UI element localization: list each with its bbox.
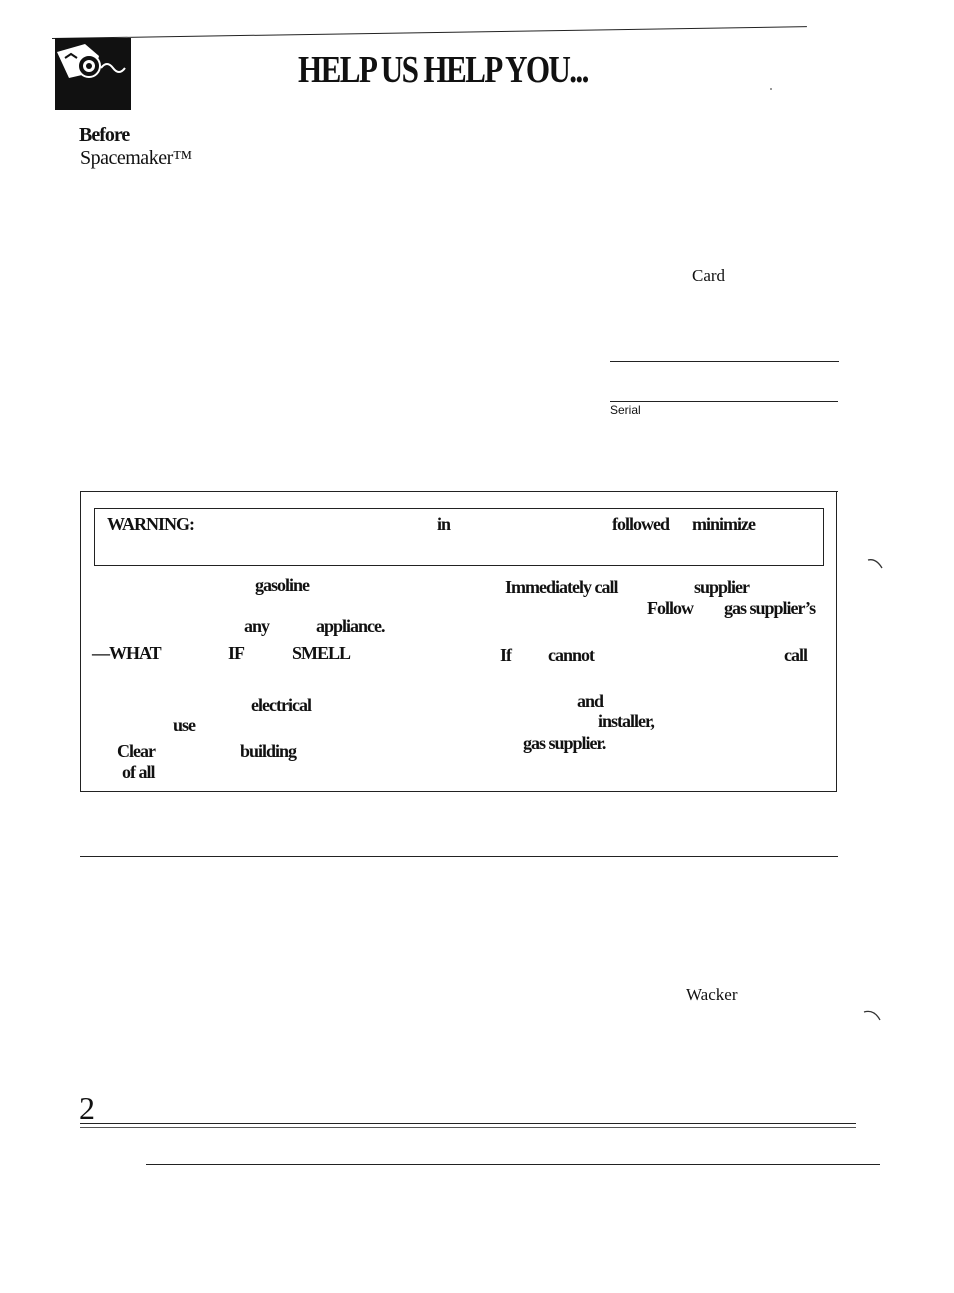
- right-call: call: [784, 645, 808, 665]
- warning-in: in: [437, 514, 451, 534]
- margin-mark-2: [863, 1010, 881, 1021]
- warning-box: [94, 508, 824, 566]
- right-cannot: cannot: [548, 645, 595, 665]
- section-top-rule: [80, 491, 838, 492]
- card-label: Card: [692, 266, 726, 285]
- right-immediately-call: Immediately call: [505, 577, 618, 597]
- lower-rule: [80, 856, 838, 857]
- footer-rule-top: [80, 1123, 856, 1124]
- left-if: IF: [228, 643, 245, 663]
- warning-minimize: minimize: [692, 514, 756, 534]
- left-any: any: [244, 616, 270, 636]
- serial-line: [610, 401, 838, 402]
- footer-rule-bottom: [80, 1127, 856, 1128]
- left-of-all: of all: [122, 762, 155, 782]
- left-smell: SMELL: [292, 643, 351, 663]
- wacker-text: Wacker: [686, 985, 738, 1004]
- intro-before: Before: [79, 124, 130, 146]
- left-building: building: [240, 741, 297, 761]
- left-electrical: electrical: [251, 695, 312, 715]
- right-supplier: supplier: [694, 577, 750, 597]
- left-what: —WHAT: [92, 643, 162, 663]
- appliance-icon: [55, 38, 131, 110]
- section-left-border: [80, 491, 81, 791]
- logo: [55, 38, 131, 110]
- left-clear: Clear: [117, 741, 156, 761]
- right-installer: installer,: [598, 711, 655, 731]
- warning-followed: followed: [612, 514, 670, 534]
- margin-mark-1: [867, 559, 883, 569]
- section-bottom-rule: [80, 791, 837, 792]
- warning-label: WARNING:: [107, 514, 195, 534]
- page-number: 2: [79, 1090, 95, 1126]
- intro-spacemaker: Spacemaker™: [80, 147, 192, 169]
- right-if: If: [500, 645, 512, 665]
- model-line: [610, 361, 839, 362]
- section-right-border: [836, 491, 837, 791]
- right-and: and: [577, 691, 604, 711]
- right-follow: Follow: [647, 598, 694, 618]
- right-gas-supplier: gas supplier.: [523, 733, 606, 753]
- left-appliance: appliance.: [316, 616, 386, 636]
- serial-label: Serial: [610, 403, 641, 417]
- left-use: use: [173, 715, 196, 735]
- speck: [770, 88, 772, 90]
- right-gas-suppliers: gas supplier’s: [724, 598, 816, 618]
- page-title: HELP US HELP YOU...: [298, 49, 589, 91]
- left-gasoline: gasoline: [255, 575, 310, 595]
- page-bottom-rule: [146, 1164, 880, 1165]
- top-rule: [52, 26, 807, 39]
